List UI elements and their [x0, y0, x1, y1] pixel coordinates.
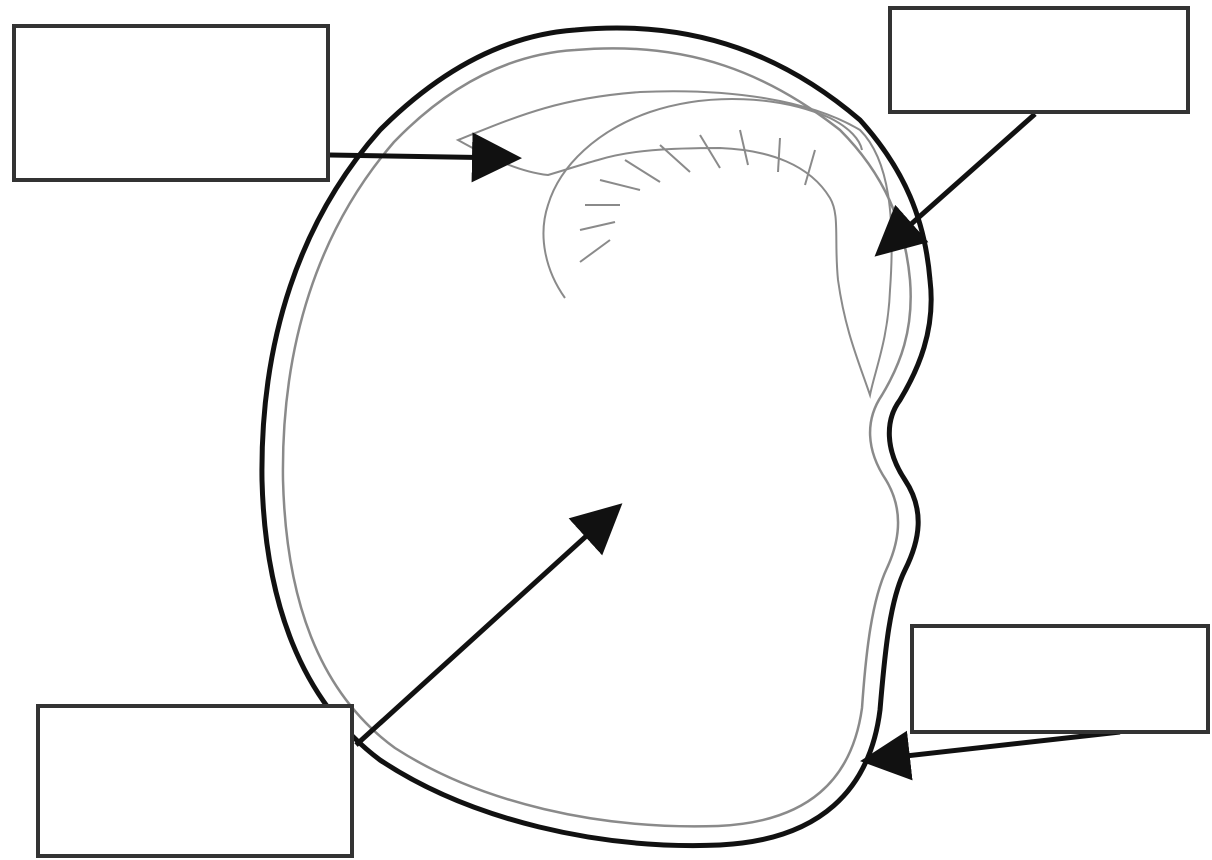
seed-coat-inner-line: [283, 48, 911, 826]
arrow-bottom-left: [356, 510, 615, 745]
label-box-bottom-left[interactable]: [36, 704, 354, 858]
label-box-top-left[interactable]: [12, 24, 330, 182]
arrow-bottom-right: [870, 732, 1120, 760]
label-box-bottom-right[interactable]: [910, 624, 1210, 734]
embryo-tick-marks: [580, 130, 815, 262]
seed-coat-outline: [262, 28, 931, 846]
radicle-curve: [543, 99, 862, 298]
embryo-outline: [458, 91, 892, 395]
label-box-top-right[interactable]: [888, 6, 1190, 114]
arrow-top-left: [330, 155, 512, 158]
